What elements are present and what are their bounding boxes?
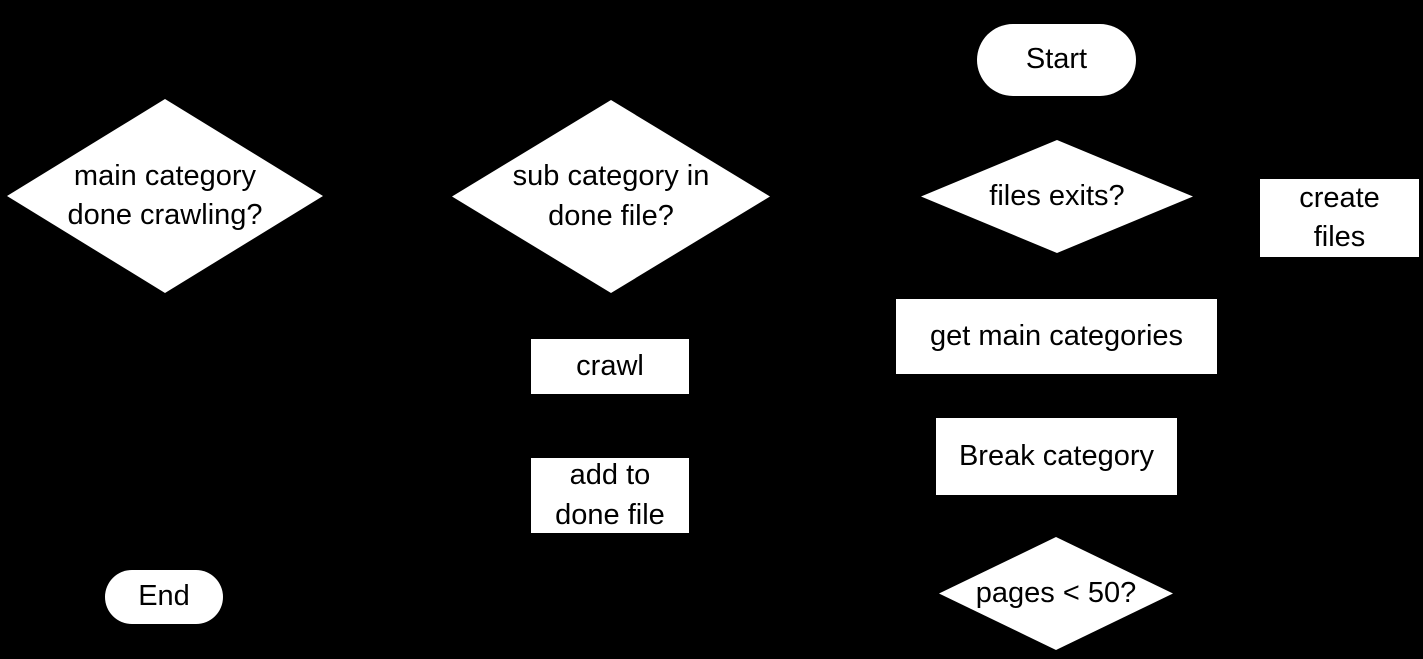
files-exits-decision-node: files exits? (921, 140, 1193, 253)
add-to-done-file-process-node: add to done file (531, 458, 689, 533)
crawl-process-node: crawl (531, 339, 689, 394)
sub-category-in-done-file-decision-node: sub category in done file? (452, 100, 770, 293)
pages-lt-50-decision-node: pages < 50? (939, 537, 1173, 650)
main-category-done-crawling-decision-node: main category done crawling? (7, 99, 323, 293)
create-files-process-node: create files (1260, 179, 1419, 257)
end-terminator-node: End (105, 570, 223, 624)
get-main-categories-process-node: get main categories (896, 299, 1217, 374)
break-category-process-node: Break category (936, 418, 1177, 495)
start-terminator-node: Start (977, 24, 1136, 96)
